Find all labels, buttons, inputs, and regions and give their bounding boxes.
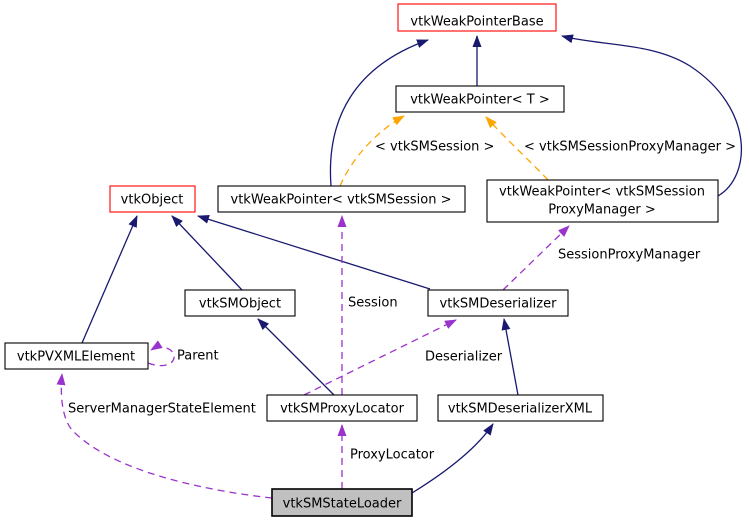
edge-sessionproxymanager-member — [502, 225, 570, 291]
node-label: vtkPVXMLElement — [17, 350, 135, 365]
node-vtkweakpointer-vtksmsession[interactable]: vtkWeakPointer< vtkSMSession > — [217, 185, 466, 213]
edge-label-template-session: < vtkSMSession > — [375, 140, 494, 155]
edge-label-template-spm: < vtkSMSessionProxyManager > — [524, 140, 736, 155]
node-label: vtkWeakPointerBase — [410, 15, 543, 30]
node-vtksmdeserializer[interactable]: vtkSMDeserializer — [427, 289, 569, 317]
node-label: vtkSMDeserializer — [440, 297, 558, 312]
node-box — [271, 488, 413, 517]
node-vtksmobject[interactable]: vtkSMObject — [184, 289, 296, 317]
node-label: vtkObject — [121, 193, 184, 208]
edge-weakpointer-spm-to-weakpointerbase-inheritance — [561, 34, 743, 197]
node-box — [397, 3, 557, 32]
node-vtkobject[interactable]: vtkObject — [109, 185, 196, 213]
node-vtksmstateloader[interactable]: vtkSMStateLoader — [271, 488, 413, 517]
edge-smdeserializer-to-vtkobject-inheritance — [197, 215, 431, 290]
edge-pvxmlelement-to-vtkobject-inheritance — [81, 215, 138, 344]
node-vtksmproxylocator[interactable]: vtkSMProxyLocator — [266, 394, 418, 422]
node-label: vtkSMStateLoader — [283, 497, 402, 512]
edge-smobject-to-vtkobject-inheritance — [171, 215, 243, 291]
node-box — [427, 289, 569, 317]
edge-label-sessionproxymanager: SessionProxyManager — [558, 248, 701, 263]
node-label: vtkSMProxyLocator — [280, 402, 405, 417]
edge-label-proxylocator: ProxyLocator — [350, 448, 435, 463]
node-label: vtkWeakPointer< vtkSMSession > — [231, 193, 452, 208]
node-label-line2: ProxyManager > — [548, 203, 656, 218]
node-label: vtkWeakPointer< T > — [410, 93, 550, 108]
edge-label-deserializer: Deserializer — [425, 350, 503, 365]
node-vtkweakpointer-t[interactable]: vtkWeakPointer< T > — [395, 85, 565, 113]
edge-weakpointer-session-to-weakpointerbase-inheritance — [329, 39, 429, 187]
node-box — [486, 179, 719, 223]
node-label: vtkSMDeserializerXML — [448, 402, 593, 417]
node-box — [266, 394, 418, 422]
edge-servermanagerstateelement-member — [56, 373, 273, 499]
edge-parent-self-member — [147, 340, 175, 367]
node-vtksmdeserializerxml[interactable]: vtkSMDeserializerXML — [437, 394, 604, 422]
node-box — [395, 85, 565, 113]
node-label-line1: vtkWeakPointer< vtkSMSession — [499, 185, 705, 200]
edge-label-servermanagerstateelement: ServerManagerStateElement — [68, 402, 256, 417]
node-box — [109, 185, 196, 213]
edge-smdeserializerxml-to-smdeserializer-inheritance — [501, 318, 519, 396]
node-box — [437, 394, 604, 422]
node-box — [4, 342, 149, 370]
node-box — [184, 289, 296, 317]
edge-label-parent: Parent — [177, 349, 219, 364]
edge-template-instantiation-session — [339, 115, 405, 187]
node-vtkweakpointer-vtksmsessionproxymanager[interactable]: vtkWeakPointer< vtkSMSession ProxyManage… — [486, 179, 719, 223]
edge-smproxylocator-to-smobject-inheritance — [257, 318, 335, 396]
node-label: vtkSMObject — [199, 297, 281, 312]
node-box — [217, 185, 466, 213]
node-vtkweakpointerbase[interactable]: vtkWeakPointerBase — [397, 3, 557, 32]
edge-deserializer-member — [303, 319, 457, 396]
edge-label-session: Session — [348, 296, 398, 311]
edge-smstateloader-to-smdeserializerxml-inheritance — [411, 423, 494, 494]
node-vtkpvxmlelement[interactable]: vtkPVXMLElement — [4, 342, 149, 370]
